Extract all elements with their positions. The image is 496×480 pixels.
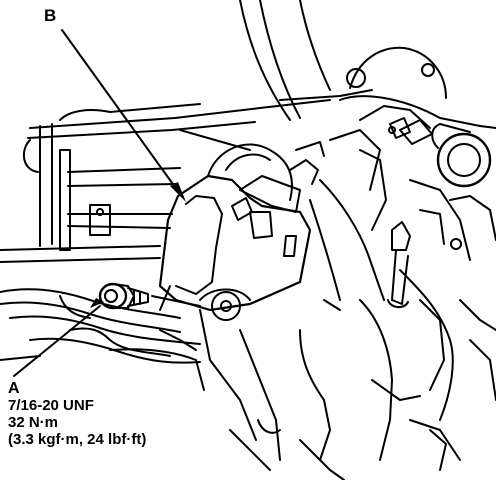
callout-a-block: A 7/16-20 UNF 32 N·m (3.3 kgf·m, 24 lbf·…: [8, 380, 146, 448]
callout-b-label: B: [44, 6, 57, 25]
callout-a-label: A: [8, 380, 20, 397]
seat-frame: [0, 99, 331, 263]
latch-icon: [158, 141, 325, 321]
seat-rail: [159, 299, 345, 480]
leader-line-b: [61, 29, 181, 195]
leader-line-a: [13, 305, 101, 377]
recliner-mechanism: [309, 46, 496, 471]
arrowhead-a: [90, 298, 104, 308]
callout-a-torque-alt-spec: (3.3 kgf·m, 24 lbf·ft): [8, 430, 147, 448]
bolt-icon: [98, 282, 201, 310]
seat-back-panel: [239, 0, 373, 121]
callout-a-torque-spec: 32 N·m: [8, 413, 59, 431]
arrowhead-b: [170, 182, 186, 202]
callout-a-thread-spec: 7/16-20 UNF: [8, 396, 94, 414]
